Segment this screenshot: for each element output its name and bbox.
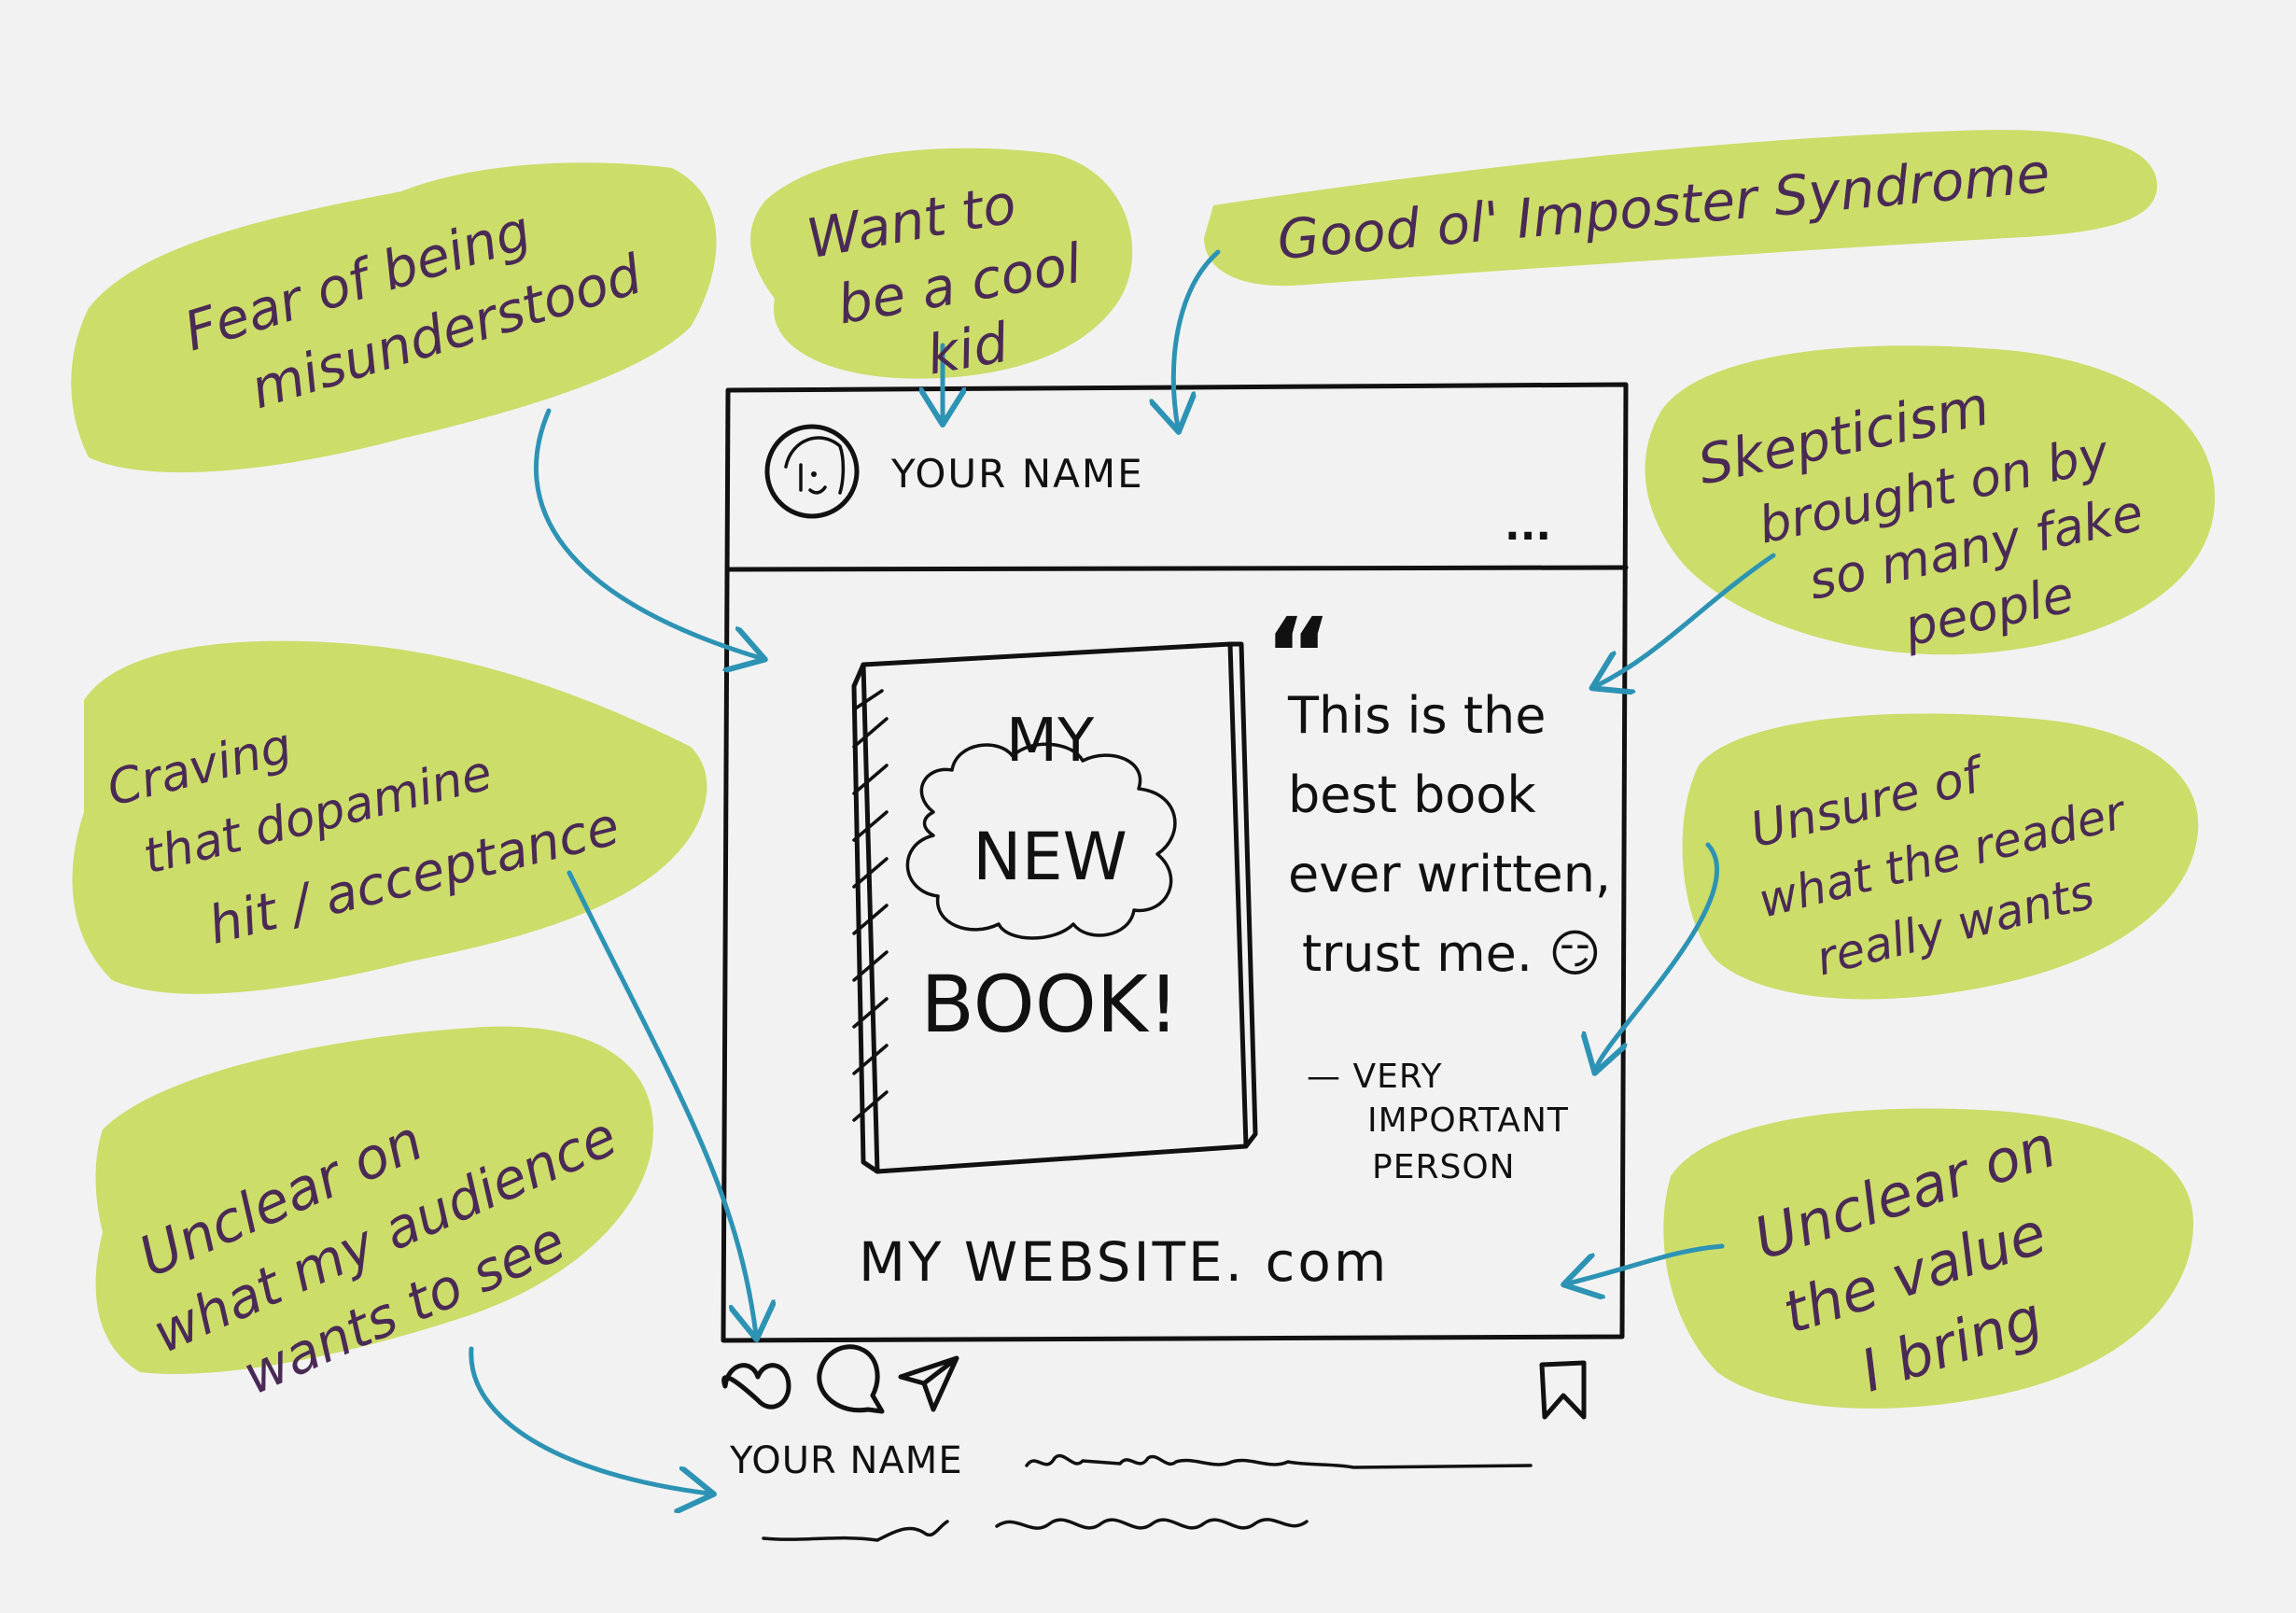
arrows [469, 249, 1776, 1494]
header-divider [725, 565, 1629, 572]
post-frame [721, 382, 1629, 1343]
post-username[interactable]: YOUR NAME [890, 451, 1144, 497]
caption-scribble-1 [1025, 1453, 1533, 1469]
quote-line-1: This is the [1287, 686, 1546, 745]
quote-line-4: trust me. 😏 [1302, 924, 1602, 983]
website-url[interactable]: MY WEBSITE. com [859, 1230, 1389, 1294]
arrow-audience [469, 1346, 709, 1494]
quote-line-2: best book [1288, 765, 1536, 824]
arrow-craving [567, 870, 756, 1335]
arrow-value [1568, 1243, 1725, 1283]
quote-mark: “ [1265, 596, 1332, 715]
highlight-craving [72, 640, 707, 994]
comment-icon[interactable] [817, 1344, 885, 1414]
book-title-new: NEW [973, 819, 1127, 895]
book-cover: MY NEW BOOK! [851, 641, 1258, 1174]
attribution-line-1: — VERY [1307, 1058, 1443, 1096]
caption-scribble-2 [762, 1520, 949, 1542]
arrow-skepticism [1596, 553, 1776, 686]
caption-username[interactable]: YOUR NAME [729, 1439, 963, 1482]
send-icon[interactable] [898, 1355, 959, 1412]
highlight-audience [95, 1026, 653, 1374]
heart-icon[interactable] [721, 1363, 791, 1410]
quote-line-3: ever written, [1288, 845, 1611, 904]
caption-scribble-3 [995, 1518, 1309, 1530]
attribution-line-2: IMPORTANT [1367, 1101, 1569, 1140]
more-options-icon[interactable]: ... [1505, 502, 1551, 550]
highlight-skepticism [1645, 345, 2216, 655]
highlight-blobs [71, 130, 2216, 1409]
avatar[interactable] [764, 424, 860, 519]
highlight-unsure [1682, 713, 2199, 1000]
cloud-shape [905, 742, 1177, 940]
highlight-value [1663, 1108, 2193, 1409]
bookmark-icon[interactable] [1539, 1360, 1587, 1420]
attribution-line-3: PERSON [1372, 1148, 1516, 1186]
instagram-post: YOUR NAME ... MY NEW BOOK! “ This is the… [721, 382, 1629, 1542]
highlight-fear [71, 162, 717, 473]
book-title-my: MY [1006, 707, 1095, 776]
arrow-unsure [1596, 842, 1719, 1069]
highlight-imposter [1204, 130, 2158, 287]
svg-text:kid: kid [922, 311, 1014, 387]
arrow-imposter [1173, 249, 1221, 428]
highlight-cool-kid [749, 147, 1133, 379]
book-title-book: BOOK! [920, 959, 1179, 1050]
arrow-fear [534, 408, 761, 658]
